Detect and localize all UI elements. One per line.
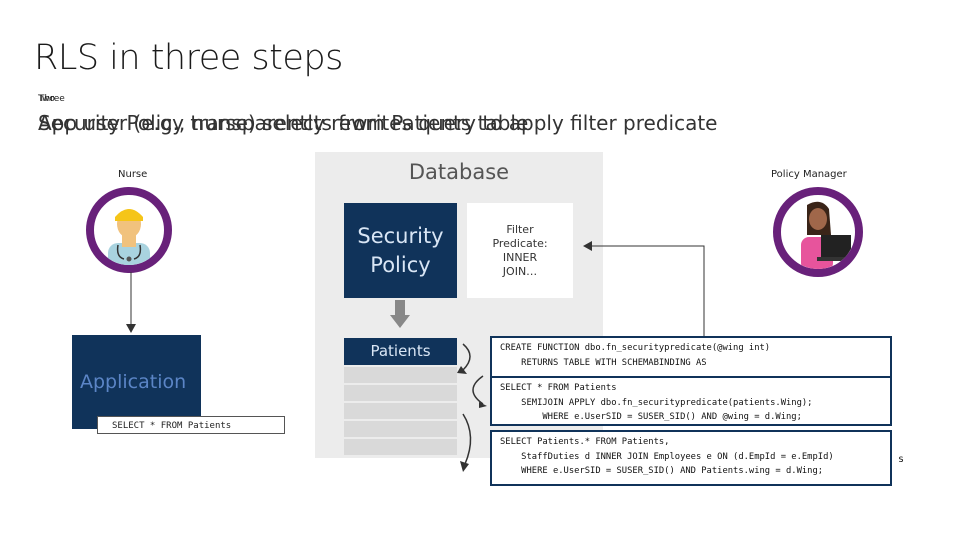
patients-table-row <box>344 403 457 419</box>
patients-table-row <box>344 439 457 455</box>
filter-predicate-line: JOIN… <box>502 264 538 278</box>
filter-predicate-line: Predicate: <box>492 236 548 250</box>
semijoin-code: SELECT * FROM Patients SEMIJOIN APPLY db… <box>490 376 892 426</box>
code-line: WHERE e.UserSID = SUSER_SID() AND Patien… <box>500 466 824 476</box>
application-label: Application <box>80 371 187 393</box>
code-line: RETURNS TABLE WITH SCHEMABINDING AS <box>500 357 707 368</box>
policy-manager-avatar <box>773 187 863 277</box>
nurse-icon <box>108 209 150 265</box>
code-line: CREATE FUNCTION dbo.fn_securitypredicate… <box>500 343 771 353</box>
rewritten-query-code: SELECT Patients.* FROM Patients, StaffDu… <box>490 430 892 486</box>
rewrite-curve-arrows-icon <box>457 343 487 472</box>
application-box: Application <box>72 335 201 429</box>
step-label-two: Two <box>38 94 55 104</box>
step-description-three: App user (e.g., nurse) selects from Pati… <box>38 111 529 135</box>
policy-manager-label: Policy Manager <box>771 169 847 180</box>
code-line: SELECT * FROM Patients <box>500 383 617 393</box>
patients-table-row <box>344 421 457 437</box>
security-policy-box: Security Policy <box>344 203 457 298</box>
application-query: SELECT * FROM Patients <box>97 416 285 434</box>
filter-predicate-line: INNER <box>502 250 538 264</box>
nurse-avatar <box>86 187 172 273</box>
database-title: Database <box>408 160 510 184</box>
filter-predicate-line: Filter <box>506 222 534 236</box>
slide-title: RLS in three steps <box>34 38 343 78</box>
patients-table-row <box>344 385 457 401</box>
filter-predicate-box: Filter Predicate: INNER JOIN… <box>467 203 573 298</box>
step-label-three: Three <box>39 94 65 104</box>
code-line: SEMIJOIN APPLY dbo.fn_securitypredicate(… <box>500 397 813 408</box>
code-line: SELECT Patients.* FROM Patients, <box>500 437 670 447</box>
patients-table-header: Patients <box>344 338 457 365</box>
code-line: WHERE e.UserSID = SUSER_SID() AND @wing … <box>500 412 802 422</box>
nurse-label: Nurse <box>118 169 148 180</box>
step-description-two: Security Policy transparently rewrites q… <box>38 111 718 135</box>
patients-table-row <box>344 367 457 383</box>
nurse-down-arrow-icon <box>126 272 136 333</box>
policy-manager-icon <box>801 201 855 269</box>
code-line: StaffDuties d INNER JOIN Employees e ON … <box>500 451 834 462</box>
policy-to-table-arrow-icon <box>390 300 410 328</box>
code-overflow-text: s <box>898 454 905 465</box>
policy-manager-arrow-icon <box>583 241 705 344</box>
